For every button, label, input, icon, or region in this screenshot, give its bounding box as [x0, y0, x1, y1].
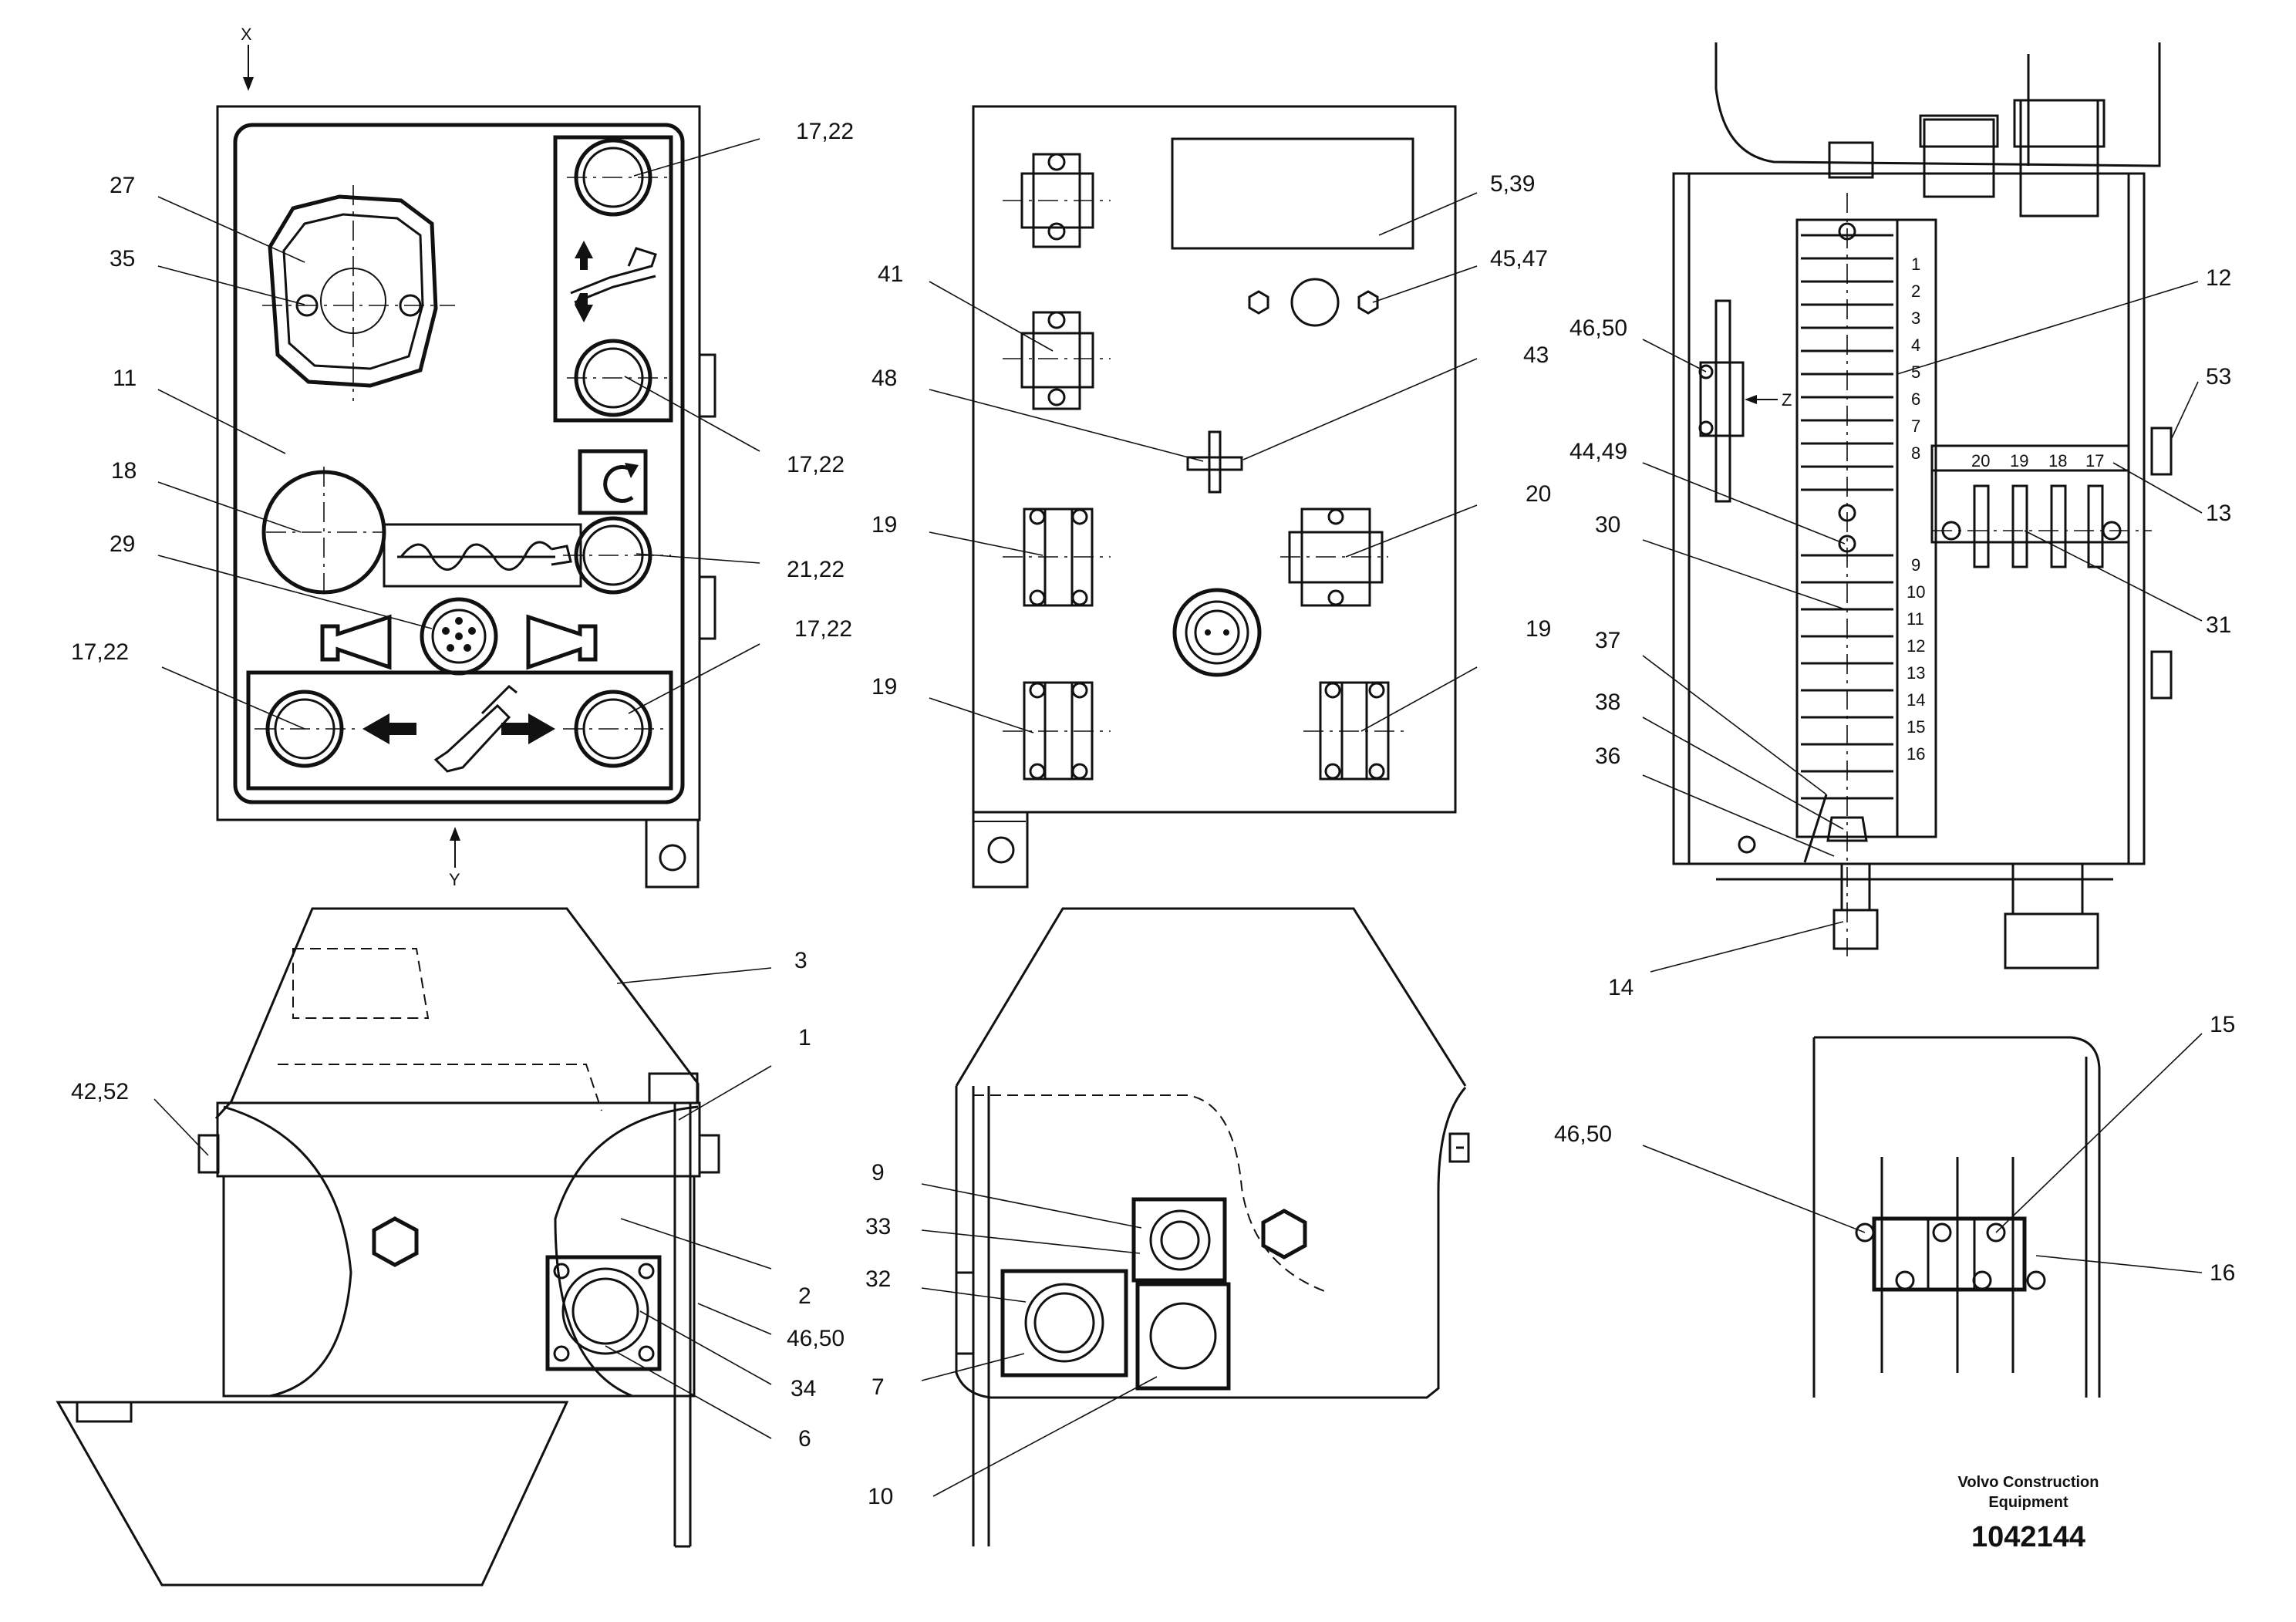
view-marker-z: Z — [1782, 390, 1792, 410]
terminal-number: 6 — [1911, 389, 1920, 409]
terminal-number: 7 — [1911, 416, 1920, 436]
callout-43: 43 — [1523, 342, 1549, 368]
terminal-number: 10 — [1907, 582, 1925, 602]
terminal-number: 12 — [1907, 636, 1925, 656]
callout-7: 7 — [872, 1374, 885, 1400]
callout-30: 30 — [1595, 512, 1620, 538]
callout-11: 11 — [113, 366, 137, 391]
callout-labels: 27 35 11 18 29 17,22 17,22 17,22 21,22 1… — [71, 119, 2235, 1509]
callout-46-50: 46,50 — [1554, 1121, 1612, 1147]
detail-z-view — [1812, 1036, 2101, 1398]
relay-number: 18 — [2048, 451, 2067, 470]
callout-33: 33 — [865, 1214, 891, 1239]
callout-10: 10 — [868, 1484, 893, 1509]
interior-view: 1 2 3 4 5 6 7 8 9 10 11 12 13 14 15 16 2… — [1672, 42, 2173, 969]
title-block: Volvo Construction Equipment 1042144 — [1958, 1474, 2099, 1553]
callout-48: 48 — [872, 366, 897, 391]
callout-3: 3 — [794, 948, 807, 973]
cable-clamp — [1003, 508, 1111, 607]
horn-icon — [526, 614, 598, 670]
callout-41: 41 — [878, 261, 903, 287]
callout-19: 19 — [872, 674, 897, 700]
callout-17-22: 17,22 — [794, 616, 852, 642]
callout-5-39: 5,39 — [1490, 171, 1535, 197]
callout-19: 19 — [872, 512, 897, 538]
callout-19: 19 — [1526, 616, 1551, 642]
terminal-number: 8 — [1911, 443, 1920, 463]
callout-53: 53 — [2206, 364, 2231, 389]
callout-35: 35 — [110, 246, 135, 271]
terminal-number: 16 — [1907, 744, 1925, 764]
terminal-number-labels: 1 2 3 4 5 6 7 8 9 10 11 12 13 14 15 16 — [1907, 255, 1925, 764]
callout-14: 14 — [1608, 975, 1633, 1000]
callout-9: 9 — [872, 1160, 885, 1185]
side-view-right — [955, 907, 1470, 1546]
terminal-number: 11 — [1907, 609, 1924, 629]
callout-45-47: 45,47 — [1490, 246, 1548, 271]
terminal-number: 2 — [1911, 282, 1920, 301]
callout-21-22: 21,22 — [787, 557, 845, 582]
callout-44-49: 44,49 — [1569, 439, 1627, 464]
callout-37: 37 — [1595, 628, 1620, 653]
terminal-number: 9 — [1911, 555, 1920, 575]
callout-6: 6 — [798, 1426, 811, 1452]
horn-icon — [320, 614, 392, 670]
cable-clamp — [1003, 153, 1111, 248]
relay-number: 17 — [2085, 451, 2104, 470]
cable-clamp — [1280, 508, 1388, 607]
callout-2: 2 — [798, 1283, 811, 1309]
callout-15: 15 — [2210, 1012, 2235, 1037]
drawing-number: 1042144 — [1971, 1521, 2085, 1553]
callout-20: 20 — [1526, 481, 1551, 507]
terminal-number: 13 — [1907, 663, 1925, 683]
terminal-number: 3 — [1911, 309, 1920, 328]
side-view-left — [56, 907, 720, 1587]
rear-panel-view — [972, 105, 1457, 889]
view-marker-y: Y — [449, 870, 460, 889]
cable-clamp — [1003, 681, 1111, 781]
callout-17-22: 17,22 — [787, 452, 845, 477]
callout-12: 12 — [2206, 265, 2231, 291]
callout-34: 34 — [791, 1376, 816, 1401]
callout-29: 29 — [110, 531, 135, 557]
callout-46-50: 46,50 — [787, 1326, 845, 1351]
callout-38: 38 — [1595, 690, 1620, 715]
relay-number: 19 — [2010, 451, 2028, 470]
front-panel-view: X Y — [216, 25, 716, 889]
callout-13: 13 — [2206, 501, 2231, 526]
callout-17-22: 17,22 — [796, 119, 854, 144]
callout-36: 36 — [1595, 744, 1620, 769]
view-marker-x: X — [241, 25, 252, 44]
terminal-number: 4 — [1911, 336, 1920, 355]
callout-17-22: 17,22 — [71, 639, 129, 665]
terminal-number: 1 — [1911, 255, 1920, 274]
cable-clamp — [1303, 681, 1404, 781]
callout-46-50: 46,50 — [1569, 315, 1627, 341]
callout-32: 32 — [865, 1266, 891, 1292]
terminal-number: 14 — [1907, 690, 1925, 710]
callout-31: 31 — [2206, 612, 2231, 638]
callout-27: 27 — [110, 173, 135, 198]
relay-number: 20 — [1971, 451, 1990, 470]
company-name-line1: Volvo Construction — [1958, 1474, 2099, 1491]
callout-1: 1 — [798, 1025, 811, 1050]
callout-16: 16 — [2210, 1260, 2235, 1286]
company-name-line2: Equipment — [1988, 1494, 2068, 1511]
terminal-number: 5 — [1911, 363, 1920, 382]
cable-clamp — [1003, 311, 1111, 410]
callout-18: 18 — [111, 458, 137, 484]
callout-42-52: 42,52 — [71, 1079, 129, 1104]
terminal-number: 15 — [1907, 717, 1925, 737]
leader-lines — [153, 138, 2203, 1497]
